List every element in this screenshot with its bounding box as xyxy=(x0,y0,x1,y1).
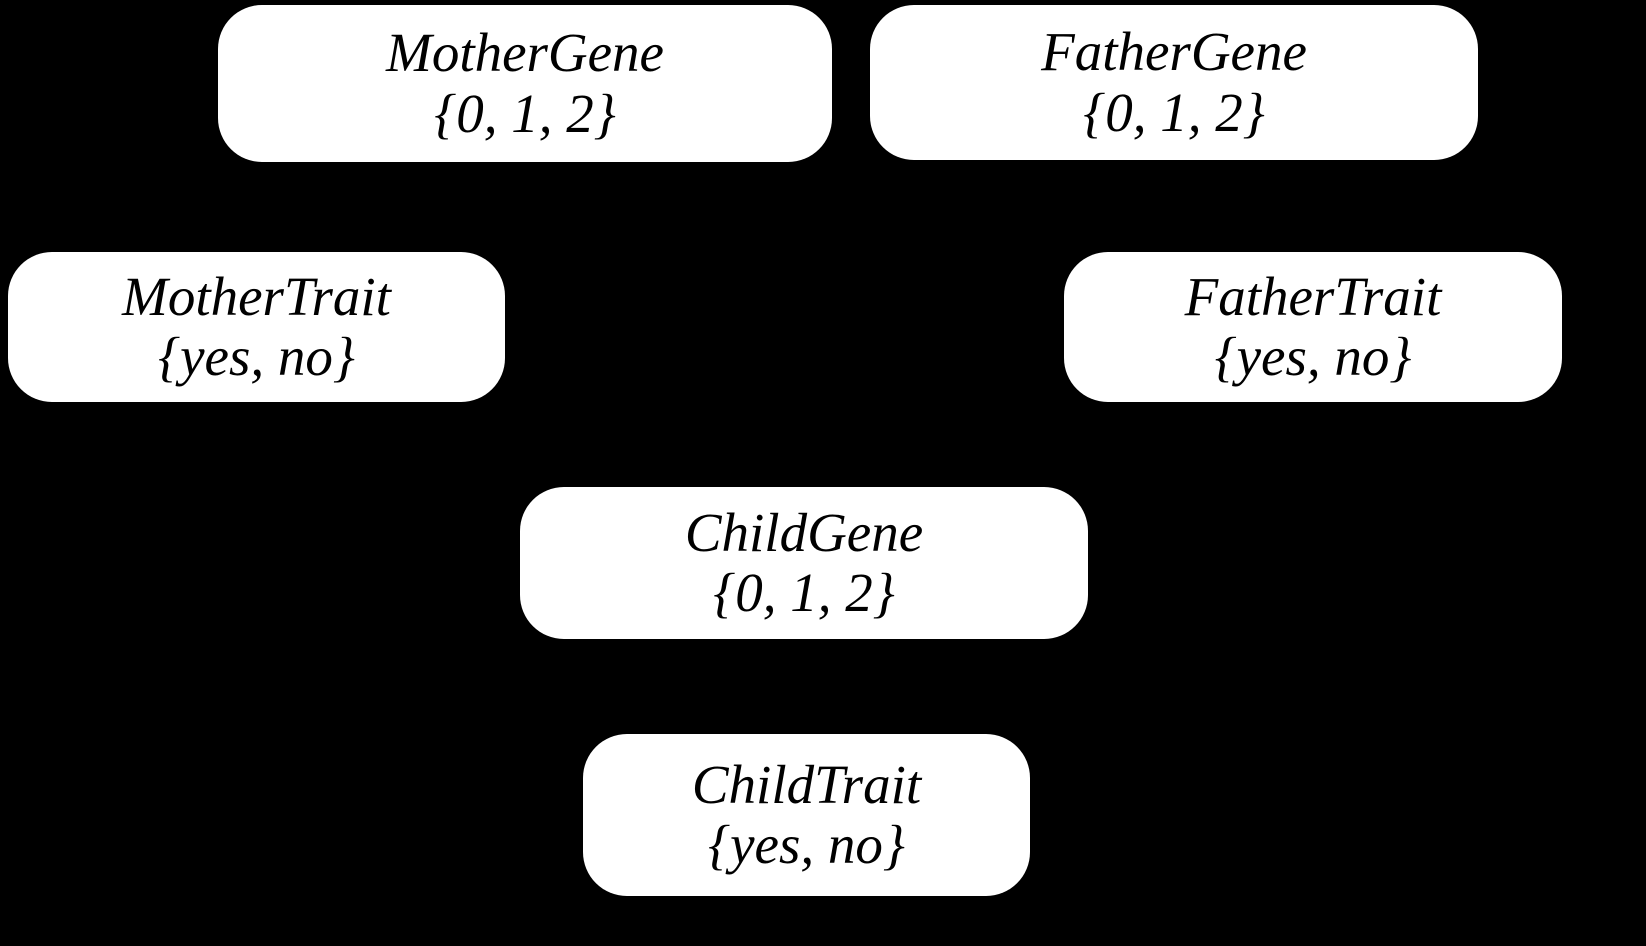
node-child-trait[interactable]: ChildTrait {yes, no} xyxy=(583,734,1030,896)
node-child-trait-label: ChildTrait xyxy=(691,753,922,815)
node-mother-trait[interactable]: MotherTrait {yes, no} xyxy=(8,252,505,402)
node-child-gene-domain: {0, 1, 2} xyxy=(713,562,895,623)
node-father-gene-domain: {0, 1, 2} xyxy=(1083,81,1265,143)
node-child-gene[interactable]: ChildGene {0, 1, 2} xyxy=(520,487,1088,639)
node-mother-gene[interactable]: MotherGene {0, 1, 2} xyxy=(218,5,832,162)
node-child-trait-domain: {yes, no} xyxy=(708,814,905,875)
node-child-gene-label: ChildGene xyxy=(684,501,924,563)
node-father-gene[interactable]: FatherGene {0, 1, 2} xyxy=(870,5,1478,160)
node-father-trait-label: FatherTrait xyxy=(1184,265,1442,327)
node-father-trait[interactable]: FatherTrait {yes, no} xyxy=(1064,252,1562,402)
node-mother-gene-label: MotherGene xyxy=(386,22,664,84)
node-father-trait-domain: {yes, no} xyxy=(1214,326,1412,387)
node-mother-gene-domain: {0, 1, 2} xyxy=(434,82,616,144)
node-mother-trait-domain: {yes, no} xyxy=(158,326,355,387)
node-father-gene-label: FatherGene xyxy=(1041,21,1307,83)
node-mother-trait-label: MotherTrait xyxy=(122,265,391,327)
